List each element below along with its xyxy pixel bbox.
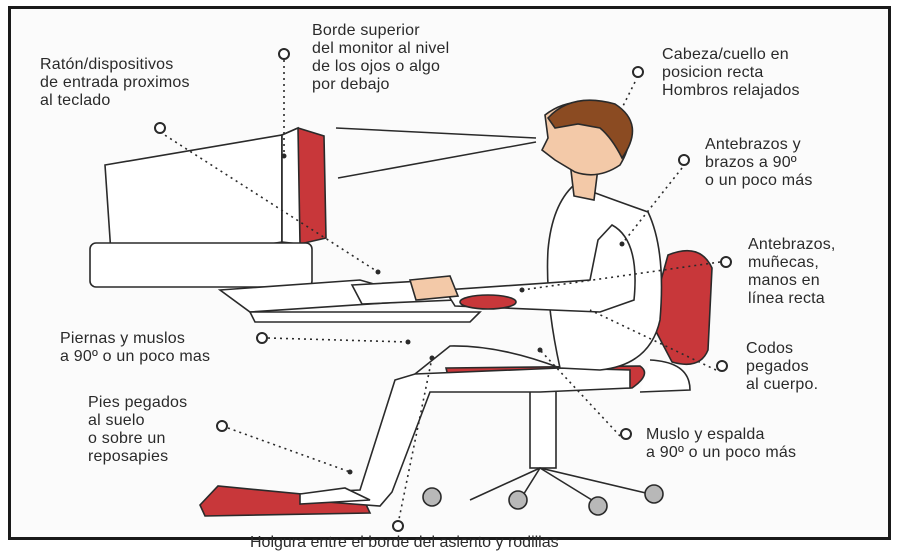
label-head: Cabeza/cuello en posicion recta Hombros … — [662, 46, 800, 100]
mouse-device — [460, 295, 516, 309]
person-hand — [410, 276, 458, 300]
label-mouse: Ratón/dispositivos de entrada proximos a… — [40, 56, 190, 110]
label-wrists: Antebrazos, muñecas, manos en línea rect… — [748, 236, 836, 308]
desk-shelf — [90, 243, 312, 287]
label-thigh: Muslo y espalda a 90º o un poco más — [646, 426, 796, 462]
label-feet: Pies pegados al suelo o sobre un reposap… — [88, 394, 187, 466]
person-legs — [300, 368, 630, 506]
label-monitor: Borde superior del monitor al nivel de l… — [312, 22, 449, 94]
label-arms: Antebrazos y brazos a 90º o un poco más — [705, 136, 813, 190]
label-clearance: Holgura entre el borde del asiento y rod… — [250, 534, 559, 552]
chair-post — [530, 388, 556, 468]
monitor — [90, 128, 326, 287]
label-elbows: Codos pegados al cuerpo. — [746, 340, 818, 394]
label-legs: Piernas y muslos a 90º o un poco mas — [60, 330, 210, 366]
sight-lines — [336, 128, 536, 178]
